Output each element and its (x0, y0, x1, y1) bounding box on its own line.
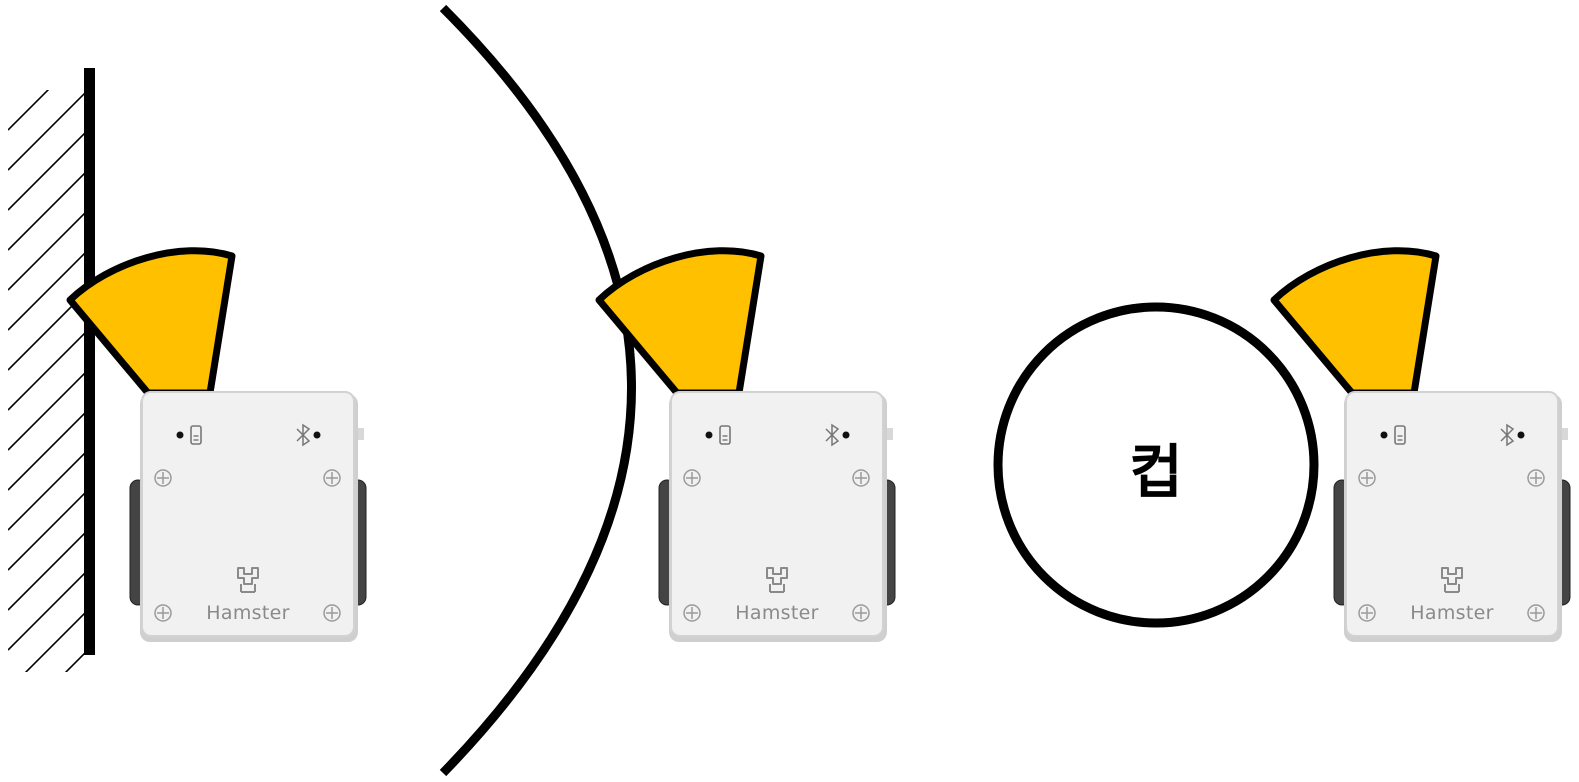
robot-brand-label: Hamster (1410, 602, 1493, 624)
wall (84, 68, 95, 655)
hamster-robot: Hamster (1333, 391, 1571, 643)
scene-wall: Hamster (8, 68, 367, 672)
sensor-beam (66, 247, 236, 397)
hamster-robot: Hamster (658, 391, 896, 643)
curved-wall (439, 4, 636, 777)
cup-label: 컵 (1129, 438, 1182, 506)
cup (993, 302, 1319, 628)
robot-brand-label: Hamster (735, 602, 818, 624)
hamster-robot: Hamster (129, 391, 367, 643)
sensor-beam (595, 247, 765, 397)
wall-hatching (8, 90, 88, 672)
sensor-beam (1270, 247, 1440, 397)
robot-brand-label: Hamster (206, 602, 289, 624)
scene-curved-wall: Hamster (439, 4, 896, 777)
scene-cup: 컵 Hamster (993, 247, 1571, 643)
